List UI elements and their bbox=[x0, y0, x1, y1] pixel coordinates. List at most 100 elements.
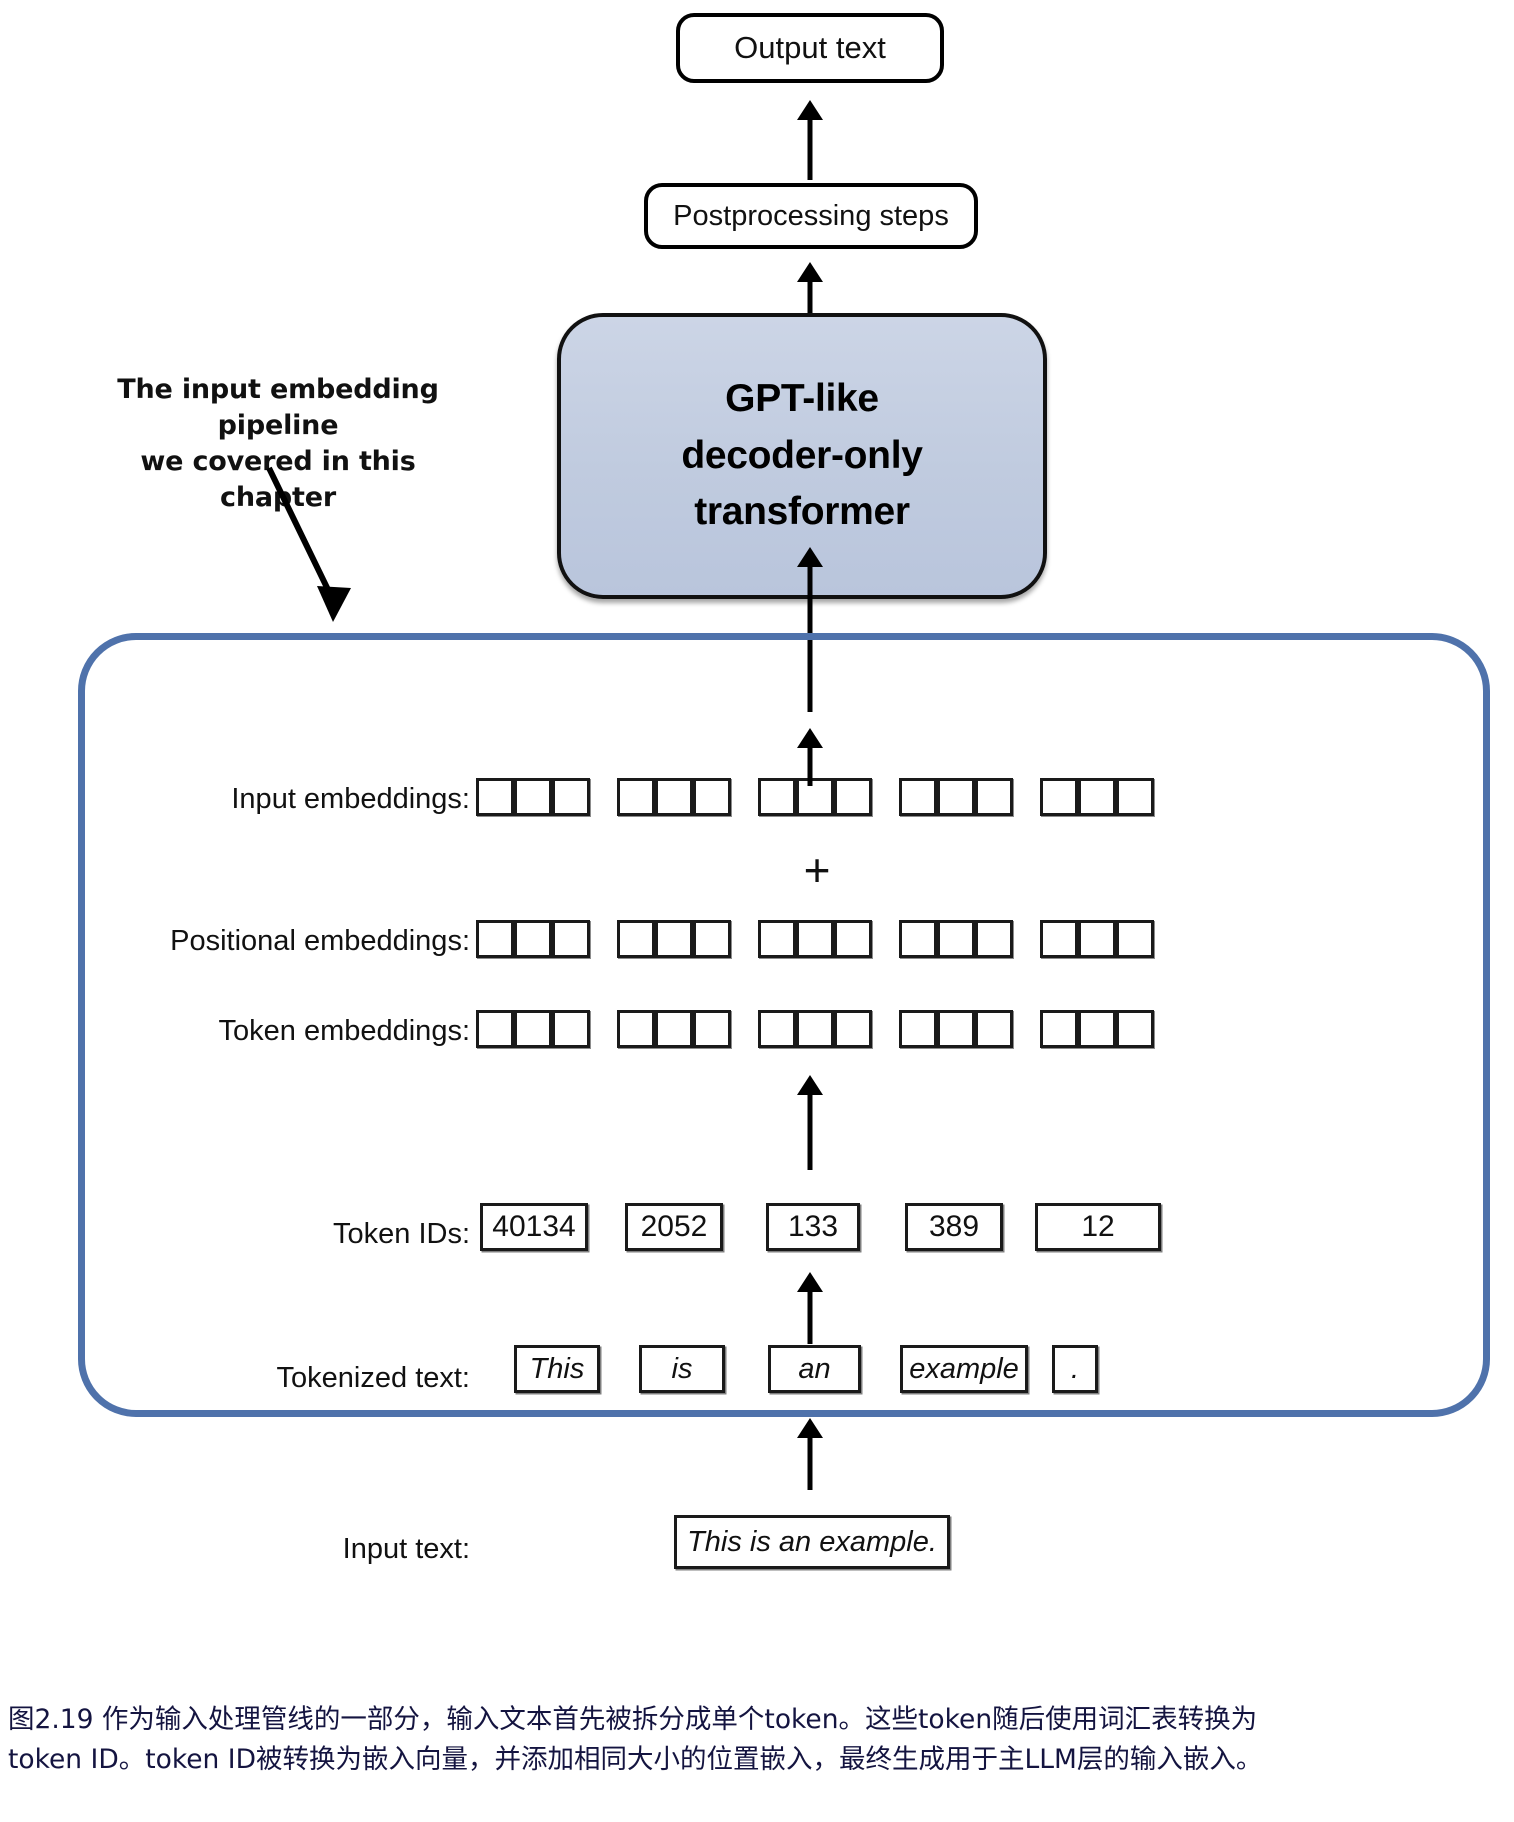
arrow-head-icon bbox=[797, 1418, 823, 1438]
embedding-group bbox=[476, 1010, 590, 1048]
annotation-line-1: The input embedding pipeline bbox=[117, 374, 439, 441]
embedding-cell bbox=[796, 1010, 834, 1048]
embedding-group bbox=[758, 778, 872, 816]
arrow-postprocessing-to-output bbox=[795, 100, 825, 180]
embedding-group bbox=[476, 920, 590, 958]
embedding-group bbox=[758, 1010, 872, 1048]
embedding-group bbox=[1040, 1010, 1154, 1048]
embedding-group bbox=[617, 778, 731, 816]
embedding-group bbox=[617, 920, 731, 958]
token-id-box: 389 bbox=[905, 1203, 1003, 1251]
embedding-cell bbox=[899, 1010, 937, 1048]
postprocessing-label: Postprocessing steps bbox=[673, 199, 949, 232]
arrow-shaft bbox=[807, 739, 813, 786]
embedding-cell bbox=[975, 920, 1013, 958]
token-box: This bbox=[514, 1345, 600, 1393]
embedding-cell bbox=[655, 778, 693, 816]
embedding-cell bbox=[617, 1010, 655, 1048]
arrow-shaft bbox=[807, 111, 813, 180]
output-text-label: Output text bbox=[734, 30, 886, 65]
token-id-box: 2052 bbox=[625, 1203, 723, 1251]
embedding-group bbox=[617, 1010, 731, 1048]
arrow-head-icon bbox=[797, 1272, 823, 1292]
embedding-group bbox=[899, 920, 1013, 958]
embedding-group bbox=[899, 778, 1013, 816]
input-text-box: This is an example. bbox=[674, 1515, 950, 1569]
input-embeddings-label: Input embeddings: bbox=[231, 783, 470, 815]
arrow-head-icon bbox=[797, 1075, 823, 1095]
arrow-transformer-to-postprocessing bbox=[795, 262, 825, 320]
postprocessing-box: Postprocessing steps bbox=[644, 183, 978, 249]
embedding-cell bbox=[1078, 1010, 1116, 1048]
embedding-cell bbox=[758, 1010, 796, 1048]
embedding-cell bbox=[975, 778, 1013, 816]
embedding-cell bbox=[1040, 1010, 1078, 1048]
token-ids-label: Token IDs: bbox=[333, 1218, 470, 1250]
token-id-box: 12 bbox=[1035, 1203, 1161, 1251]
embedding-group bbox=[758, 920, 872, 958]
embedding-group bbox=[899, 1010, 1013, 1048]
caption-line-1: 图2.19 作为输入处理管线的一部分，输入文本首先被拆分成单个token。这些t… bbox=[8, 1704, 1258, 1735]
token-box: example bbox=[900, 1345, 1028, 1393]
arrow-token-ids-to-token-embeddings bbox=[795, 1075, 825, 1170]
embedding-cell bbox=[758, 920, 796, 958]
embedding-group bbox=[476, 778, 590, 816]
token-embeddings-label: Token embeddings: bbox=[218, 1015, 471, 1047]
input-text-label: Input text: bbox=[342, 1533, 470, 1565]
arrow-head-icon bbox=[797, 100, 823, 120]
token-box: an bbox=[768, 1345, 861, 1393]
arrow-shaft bbox=[807, 1283, 813, 1344]
token-box: is bbox=[639, 1345, 725, 1393]
transformer-label-line-1: GPT-like bbox=[725, 377, 879, 421]
embedding-cell bbox=[796, 778, 834, 816]
embedding-cell bbox=[834, 1010, 872, 1048]
embedding-cell bbox=[476, 1010, 514, 1048]
token-id-box: 40134 bbox=[480, 1203, 588, 1251]
embedding-cell bbox=[514, 1010, 552, 1048]
embedding-cell bbox=[899, 920, 937, 958]
embedding-cell bbox=[552, 778, 590, 816]
embedding-cell bbox=[655, 920, 693, 958]
annotation-callout-text: The input embedding pipeline we covered … bbox=[88, 372, 468, 516]
embedding-cell bbox=[1078, 778, 1116, 816]
embedding-group bbox=[1040, 778, 1154, 816]
embedding-cell bbox=[693, 778, 731, 816]
embedding-cell bbox=[617, 778, 655, 816]
arrow-head-icon bbox=[797, 728, 823, 748]
token-id-box: 133 bbox=[766, 1203, 860, 1251]
transformer-label: GPT-like decoder-only transformer bbox=[681, 371, 923, 541]
transformer-label-line-3: transformer bbox=[694, 490, 910, 534]
plus-operator-icon: + bbox=[803, 844, 831, 896]
embedding-cell bbox=[655, 1010, 693, 1048]
embedding-cell bbox=[552, 1010, 590, 1048]
embedding-cell bbox=[975, 1010, 1013, 1048]
embedding-cell bbox=[899, 778, 937, 816]
embedding-cell bbox=[476, 778, 514, 816]
arrow-tokenized-to-token-ids bbox=[795, 1272, 825, 1344]
arrow-head-icon bbox=[797, 262, 823, 282]
embedding-cell bbox=[834, 920, 872, 958]
embedding-cell bbox=[514, 778, 552, 816]
annotation-arrow-icon bbox=[266, 466, 351, 622]
embedding-cell bbox=[1116, 1010, 1154, 1048]
embedding-cell bbox=[758, 778, 796, 816]
arrow-head-icon bbox=[797, 547, 823, 567]
arrow-sum-to-input-embeddings bbox=[795, 728, 825, 786]
embedding-cell bbox=[617, 920, 655, 958]
arrow-shaft bbox=[807, 273, 813, 320]
embedding-cell bbox=[937, 778, 975, 816]
embedding-cell bbox=[514, 920, 552, 958]
embedding-cell bbox=[937, 1010, 975, 1048]
token-box: . bbox=[1052, 1345, 1098, 1393]
figure-caption: 图2.19 作为输入处理管线的一部分，输入文本首先被拆分成单个token。这些t… bbox=[8, 1700, 1508, 1781]
caption-line-2: token ID。token ID被转换为嵌入向量，并添加相同大小的位置嵌入，最… bbox=[8, 1744, 1263, 1776]
embedding-group bbox=[1040, 920, 1154, 958]
embedding-cell bbox=[796, 920, 834, 958]
embedding-cell bbox=[937, 920, 975, 958]
tokenized-text-label: Tokenized text: bbox=[276, 1362, 470, 1394]
embedding-cell bbox=[1116, 920, 1154, 958]
embedding-cell bbox=[693, 920, 731, 958]
arrow-input-text-to-tokenized bbox=[795, 1418, 825, 1490]
embedding-cell bbox=[834, 778, 872, 816]
embedding-cell bbox=[693, 1010, 731, 1048]
